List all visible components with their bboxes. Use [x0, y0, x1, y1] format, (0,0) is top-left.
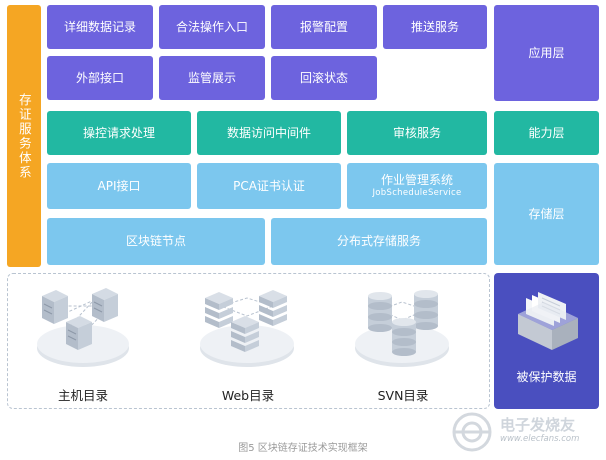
protected-data-label: 被保护数据	[516, 370, 577, 384]
job-management-subtitle: JobScheduleService	[372, 188, 462, 199]
web-directory-label: Web目录	[221, 388, 275, 403]
job-management-title: 作业管理系统	[380, 173, 453, 188]
storage-item-api: API接口	[47, 163, 191, 209]
cap-item-control-request: 操控请求处理	[47, 111, 191, 155]
watermark-logo-icon	[452, 412, 492, 452]
app-item-push-service: 推送服务	[383, 5, 487, 49]
app-item-detail-record: 详细数据记录	[47, 5, 153, 49]
app-item-rollback-status: 回滚状态	[271, 56, 377, 100]
storage-item-distributed-storage: 分布式存储服务	[271, 218, 487, 265]
storage-targets-zone	[7, 273, 490, 409]
layer-label-application: 应用层	[494, 5, 599, 101]
system-label: 存证服务体系	[7, 5, 41, 267]
cap-item-data-middleware: 数据访问中间件	[197, 111, 341, 155]
app-item-monitor-display: 监管展示	[159, 56, 265, 100]
app-item-external-interface: 外部接口	[47, 56, 153, 100]
web-servers-icon	[200, 290, 294, 367]
layer-label-capability: 能力层	[494, 111, 599, 155]
watermark-text: 电子发烧友	[500, 416, 576, 434]
app-item-legal-entry: 合法操作入口	[159, 5, 265, 49]
host-directory-label: 主机目录	[57, 388, 108, 403]
storage-item-job-management: 作业管理系统 JobScheduleService	[347, 163, 487, 209]
cap-item-audit-service: 审核服务	[347, 111, 487, 155]
watermark-url: www.elecfans.com	[500, 434, 580, 444]
storage-item-blockchain-node: 区块链节点	[47, 218, 265, 265]
figure-caption: 图5 区块链存证技术实现框架	[238, 443, 368, 454]
svn-directory-label: SVN目录	[377, 388, 429, 403]
layer-label-storage: 存储层	[494, 163, 599, 265]
host-servers-icon	[37, 288, 129, 367]
protected-data-folder-icon	[518, 292, 578, 350]
storage-item-pca-cert: PCA证书认证	[197, 163, 341, 209]
app-item-alarm-config: 报警配置	[271, 5, 377, 49]
svn-database-icon	[355, 290, 449, 367]
